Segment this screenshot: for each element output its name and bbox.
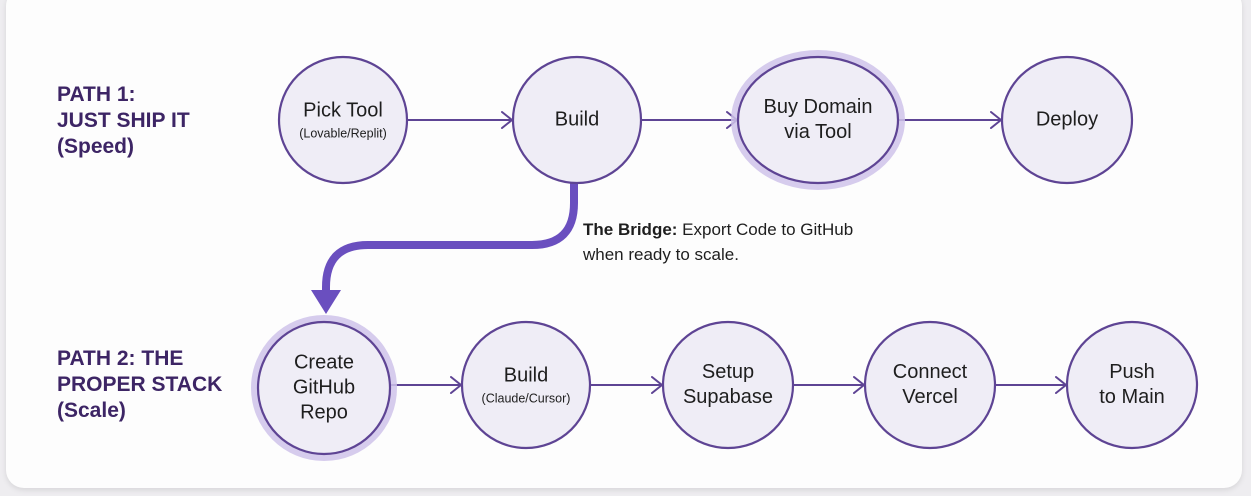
node-label: Vercel — [902, 386, 958, 408]
node-build-claude-cursor: Build (Claude/Cursor) — [460, 320, 592, 450]
path1-label-line: JUST SHIP IT — [57, 109, 190, 132]
bridge-note: The Bridge: Export Code to GitHub when r… — [583, 217, 883, 267]
path1-label-line: PATH 1: — [57, 83, 136, 106]
node-label: Create — [294, 352, 354, 374]
nodes: Pick Tool (Lovable/Replit) Build Buy Domain… — [251, 50, 1199, 461]
node-label: Build — [555, 109, 599, 131]
node-label: Buy Domain — [764, 96, 873, 118]
path1-label-line: (Speed) — [57, 135, 135, 158]
bridge-path — [322, 183, 578, 292]
node-label: Pick Tool — [303, 100, 383, 122]
arrow-create-github-repo-to-build-claude-cursor — [390, 376, 462, 394]
node-sublabel: (Claude/Cursor) — [482, 392, 571, 406]
node-circle — [661, 320, 795, 450]
node-pick-tool: Pick Tool (Lovable/Replit) — [277, 55, 409, 185]
path2-label-line: PROPER STACK — [57, 373, 223, 396]
path2-label: PATH 2: THE PROPER STACK (Scale) — [57, 346, 222, 424]
arrow-build-claude-cursor-to-setup-supabase — [590, 376, 663, 394]
path2-label-line: (Scale) — [57, 399, 126, 422]
node-circle — [736, 55, 900, 185]
arrow-setup-supabase-to-connect-vercel — [793, 376, 865, 394]
node-label: Supabase — [683, 386, 773, 408]
node-circle — [460, 320, 592, 450]
node-push-to-main: Push to Main — [1065, 320, 1199, 450]
arrow-pick-tool-to-build — [407, 111, 513, 129]
node-label: Deploy — [1036, 109, 1098, 131]
node-build: Build — [511, 55, 643, 185]
node-circle — [511, 55, 643, 185]
node-circle — [1065, 320, 1199, 450]
arrow-buy-domain-to-deploy — [898, 111, 1002, 129]
node-circle — [277, 55, 409, 185]
node-sublabel: (Lovable/Replit) — [299, 127, 387, 141]
edges — [390, 111, 1067, 394]
bridge-arrowhead-icon — [311, 290, 341, 314]
node-buy-domain: Buy Domain via Tool — [731, 50, 905, 190]
node-circle — [256, 320, 392, 456]
node-label: Setup — [702, 361, 754, 383]
node-label: via Tool — [784, 121, 851, 143]
node-label: Repo — [300, 402, 348, 424]
node-label: Push — [1109, 361, 1155, 383]
bridge-connector — [311, 183, 578, 314]
node-circle — [1000, 55, 1134, 185]
path1-label: PATH 1: JUST SHIP IT (Speed) — [57, 82, 190, 160]
node-label: Build — [504, 365, 548, 387]
node-deploy: Deploy — [1000, 55, 1134, 185]
arrow-build-to-buy-domain — [641, 111, 738, 129]
node-circle — [863, 320, 997, 450]
arrow-connect-vercel-to-push-to-main — [995, 376, 1067, 394]
bridge-note-title: The Bridge: — [583, 220, 678, 239]
node-label: GitHub — [293, 377, 355, 399]
bridge-note-text: Export Code to GitHub when ready to scal… — [583, 220, 854, 264]
node-label: to Main — [1099, 386, 1165, 408]
node-label: Connect — [893, 361, 968, 383]
path2-label-line: PATH 2: THE — [57, 347, 184, 370]
